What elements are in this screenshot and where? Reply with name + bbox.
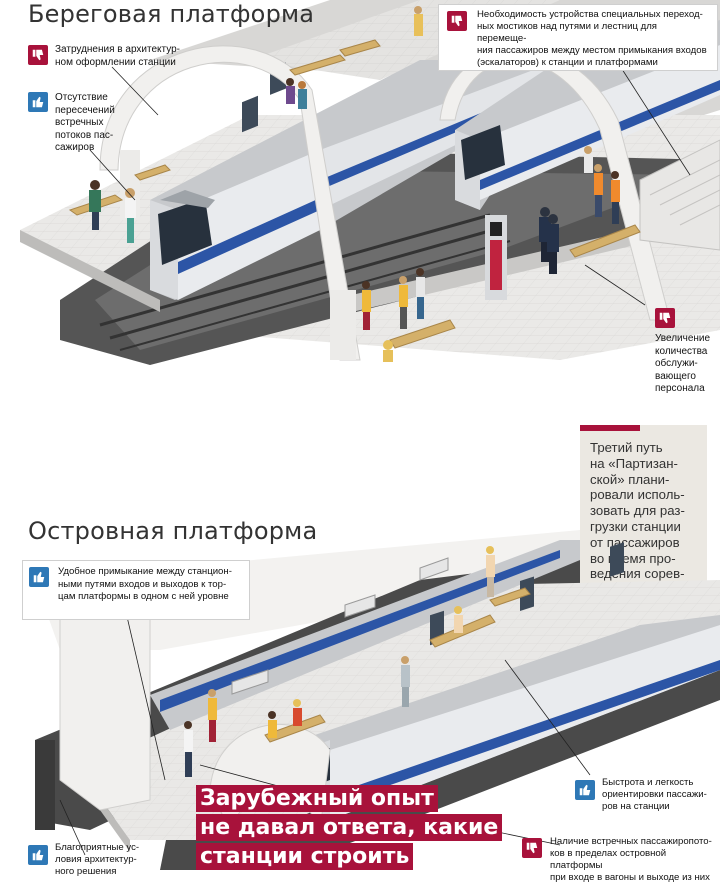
- side-platform-title: Береговая платформа: [28, 0, 315, 28]
- note-architecture-favorable: Благоприятные ус- ловия архитектур- ного…: [55, 842, 140, 877]
- thumbs-up-icon: [29, 567, 49, 587]
- island-train: [300, 542, 720, 820]
- headline-line-1: Зарубежный опыт: [196, 785, 438, 812]
- note-bridges-box: Необходимость устройства специальных пер…: [438, 4, 718, 71]
- note-access-text: Удобное примыкание между станцион- ными …: [58, 566, 232, 602]
- thumbs-down-icon: [447, 11, 467, 31]
- benches: [68, 39, 641, 349]
- thumbs-up-icon: [575, 780, 595, 800]
- sidebar-accent-bar: [580, 425, 640, 431]
- island-passengers: [184, 546, 495, 777]
- thumbs-up-icon: [28, 92, 48, 112]
- stairs: [639, 139, 720, 251]
- thumbs-up-icon: [28, 845, 48, 865]
- thumbs-down-icon: [28, 45, 48, 65]
- note-bridges-text: Необходимость устройства специальных пер…: [477, 9, 707, 68]
- island-platform-title: Островная платформа: [28, 517, 318, 545]
- headline-line-2: не давал ответа, какие: [196, 814, 503, 841]
- note-orientation: Быстрота и легкость ориентировки пассажи…: [602, 777, 707, 813]
- passengers: [89, 6, 620, 362]
- thumbs-down-icon: [655, 308, 675, 328]
- headline-line-3: станции строить: [196, 843, 414, 870]
- note-no-crossing-flows: Отсутствие пересечений встречных потоков…: [55, 92, 115, 153]
- note-counter-flows: Наличие встречных пассажиропото- ков в п…: [550, 836, 712, 883]
- note-architecture-difficulty: Затруднения в архитектур- ном оформлении…: [55, 44, 180, 68]
- note-access-box: Удобное примыкание между станцион- ными …: [22, 560, 250, 620]
- headline: Зарубежный опыт не давал ответа, какие с…: [196, 785, 503, 872]
- note-more-staff: Увеличение количества обслужи- вающего п…: [655, 333, 711, 394]
- thumbs-down-icon: [522, 838, 542, 858]
